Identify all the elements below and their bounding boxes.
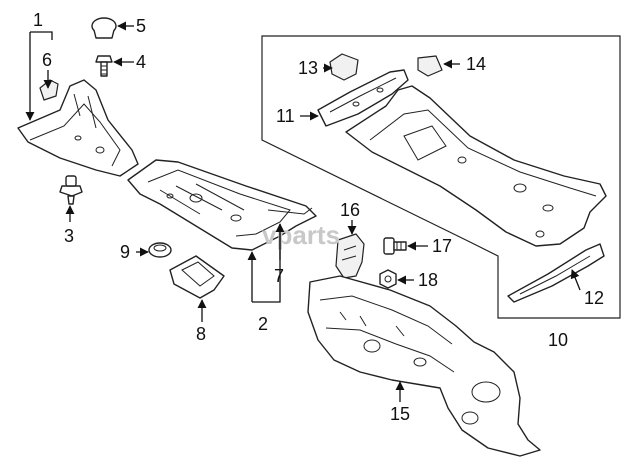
- callout-7: 7: [274, 266, 284, 286]
- callout-16: 16: [340, 200, 360, 220]
- group-10-frame: [261, 35, 621, 319]
- callout-10: 10: [548, 330, 568, 350]
- part-15-dash-panel: [307, 275, 541, 457]
- part-4-bolt: [95, 55, 113, 77]
- part-13-bracket: [329, 53, 359, 81]
- part-11-reinforcement: [317, 69, 409, 127]
- part-16-bracket: [335, 233, 365, 279]
- part-5-plug: [91, 17, 117, 39]
- leader-lines: [25, 21, 581, 402]
- callout-14: 14: [466, 54, 486, 74]
- callout-9: 9: [120, 242, 130, 262]
- part-14-pad: [417, 55, 443, 77]
- callout-13: 13: [298, 58, 318, 78]
- part-18-nut: [379, 269, 397, 289]
- part-10-cowl-assembly: [345, 85, 607, 247]
- callout-5: 5: [136, 16, 146, 36]
- part-6-bracket: [39, 79, 59, 101]
- part-9-grommet: [148, 242, 172, 258]
- part-8-cover-plate: [169, 255, 225, 299]
- callout-12: 12: [584, 288, 604, 308]
- callout-6: 6: [42, 50, 52, 70]
- callout-8: 8: [196, 324, 206, 344]
- callout-18: 18: [418, 270, 438, 290]
- part-17-bolt: [383, 237, 407, 255]
- part-1-cowl-side-panel: [17, 79, 139, 177]
- callout-15: 15: [390, 404, 410, 424]
- callout-3: 3: [64, 226, 74, 246]
- part-12-reinforcement: [507, 243, 605, 303]
- watermark-text: vparts: [262, 220, 340, 250]
- callout-2: 2: [258, 314, 268, 334]
- callout-11: 11: [276, 106, 295, 126]
- callout-4: 4: [136, 52, 146, 72]
- part-2-cowl-panel: [127, 159, 317, 251]
- callout-17: 17: [432, 236, 452, 256]
- part-3-fastener: [59, 175, 83, 205]
- callout-1: 1: [33, 10, 43, 30]
